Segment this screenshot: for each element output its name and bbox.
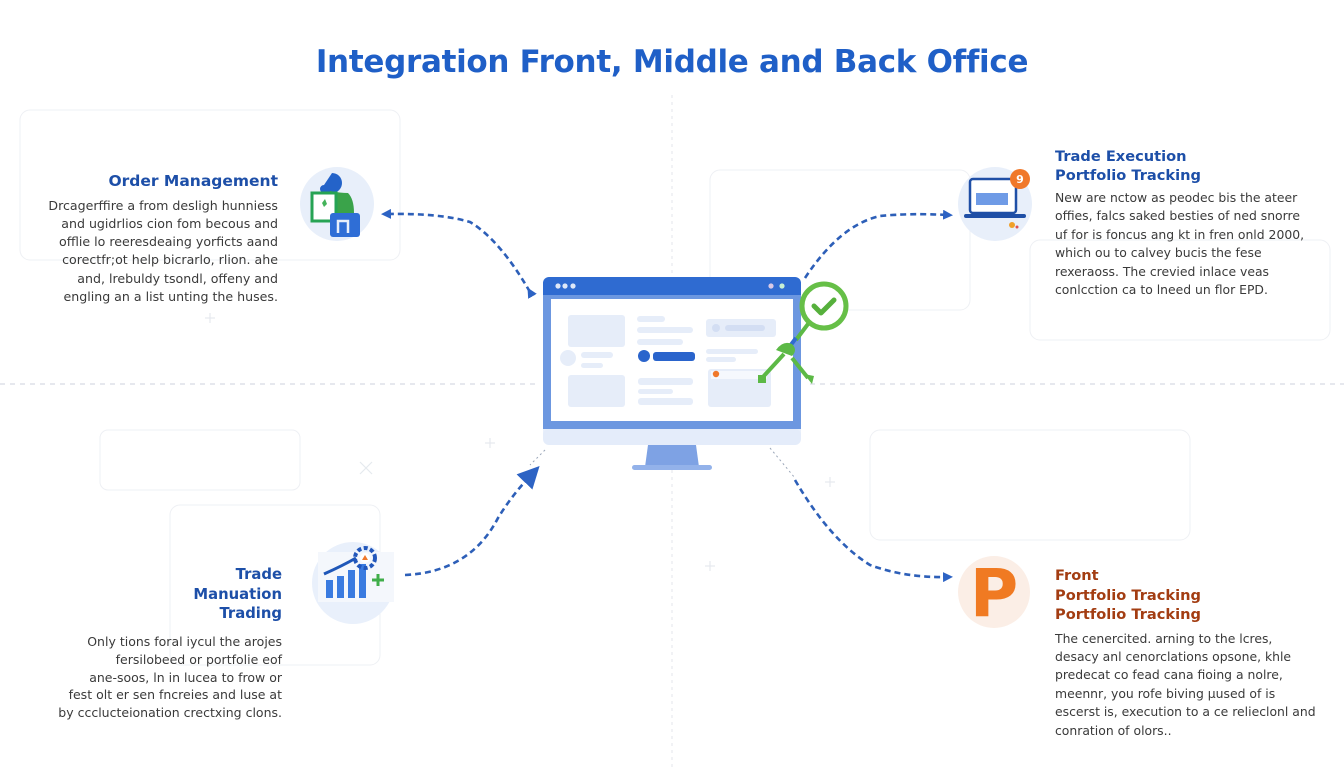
trade-manuation-text: Only tions foral iycul the arojes fersil… [58, 634, 282, 721]
front-portfolio-heading: Front Portfolio Tracking Portfolio Track… [1055, 567, 1201, 623]
page-title: Integration Front, Middle and Back Offic… [315, 44, 1029, 80]
trade-manuation-heading: Trade Manuation Trading [193, 566, 282, 622]
svg-text:P: P [970, 556, 1018, 628]
laptop-notification-icon: 9 [958, 167, 1032, 241]
trade-execution-text: New are nctow as peodec bis the ateer of… [1055, 190, 1305, 298]
arrow-to-trade-execution [803, 209, 953, 279]
trade-manuation-block: Trade Manuation Trading [40, 565, 282, 624]
arrow-from-trade-manuation [404, 466, 540, 577]
trade-execution-block: Trade Execution Portfolio Tracking New a… [1055, 147, 1340, 299]
front-portfolio-text: The cenercited. arning to the lcres, des… [1055, 630, 1316, 738]
notification-badge: 9 [1016, 173, 1024, 186]
order-management-block: Order Management Drcagerffire a from des… [20, 172, 278, 306]
front-portfolio-block: Front Portfolio Tracking Portfolio Track… [1055, 566, 1340, 740]
arrow-to-front-portfolio [793, 479, 953, 583]
monitor-dashboard-icon [543, 277, 801, 471]
order-management-heading: Order Management [108, 172, 278, 190]
order-management-text: Drcagerffire a from desligh hunniess and… [48, 197, 278, 304]
person-at-desk-icon [300, 167, 374, 241]
check-magnifier-icon [748, 278, 858, 390]
bar-chart-gear-icon [312, 542, 394, 624]
trade-execution-heading: Trade Execution Portfolio Tracking [1055, 148, 1201, 184]
letter-p-icon: P [958, 556, 1030, 628]
arrow-to-order-management [381, 208, 537, 299]
